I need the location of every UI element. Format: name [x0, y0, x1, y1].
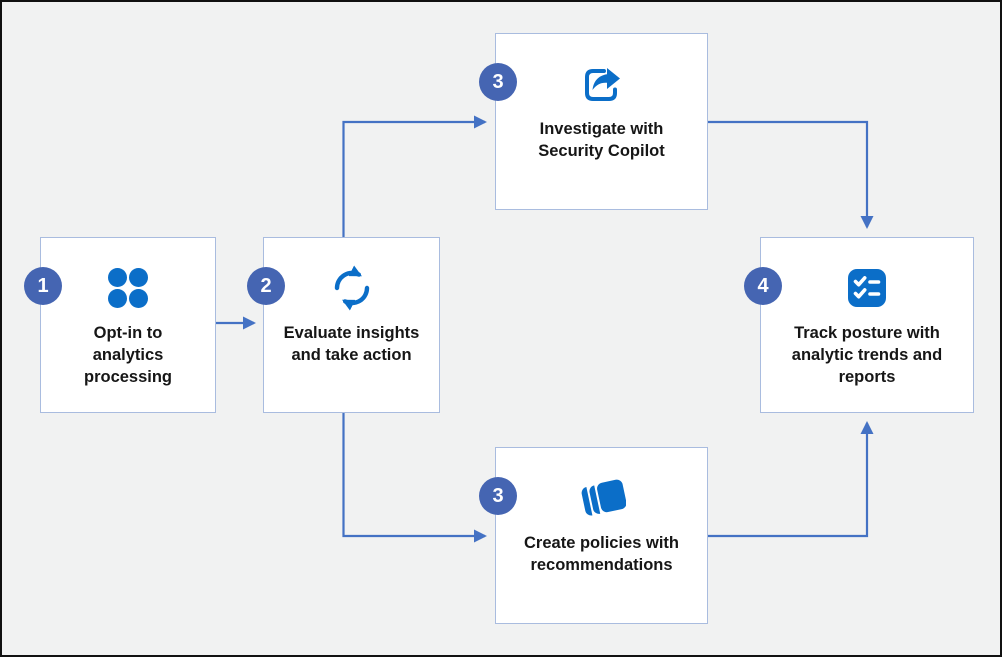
sync-arrows-icon: [328, 264, 376, 312]
connector-step2-to-policies: [342, 413, 487, 543]
step-box-investigate-copilot: 3 Investigate with Security Copilot: [479, 33, 708, 210]
step-number-badge: 2: [247, 267, 285, 305]
step-box-evaluate: 2 Evaluate insights and take action: [247, 237, 440, 413]
step-label: Opt-in to analytics processing: [83, 324, 173, 386]
step-number-badge: 3: [479, 63, 517, 101]
step-label: Evaluate insights and take action: [283, 324, 420, 364]
step-number-badge: 1: [24, 267, 62, 305]
stacked-cards-icon: [578, 474, 628, 522]
connector-step2-to-investigate: [342, 115, 487, 237]
step-box-track-posture: 4 Track posture with analytic trends and…: [744, 237, 974, 413]
step-number-badge: 3: [479, 477, 517, 515]
step-label: Track posture with analytic trends and r…: [791, 324, 943, 386]
share-arrow-icon: [578, 60, 626, 108]
step-number-badge: 4: [744, 267, 782, 305]
step-box-opt-in: 1 Opt-in to analytics processing: [24, 237, 216, 413]
step-label: Create policies with recommendations: [524, 534, 679, 574]
task-list-icon: [843, 264, 891, 312]
connector-investigate-to-step4: [708, 120, 874, 229]
step-box-create-policies: 3 Create policies with recommendations: [479, 447, 708, 624]
apps-dots-icon: [104, 264, 152, 312]
step-label: Investigate with Security Copilot: [538, 120, 665, 160]
connector-policies-to-step4: [708, 421, 874, 538]
